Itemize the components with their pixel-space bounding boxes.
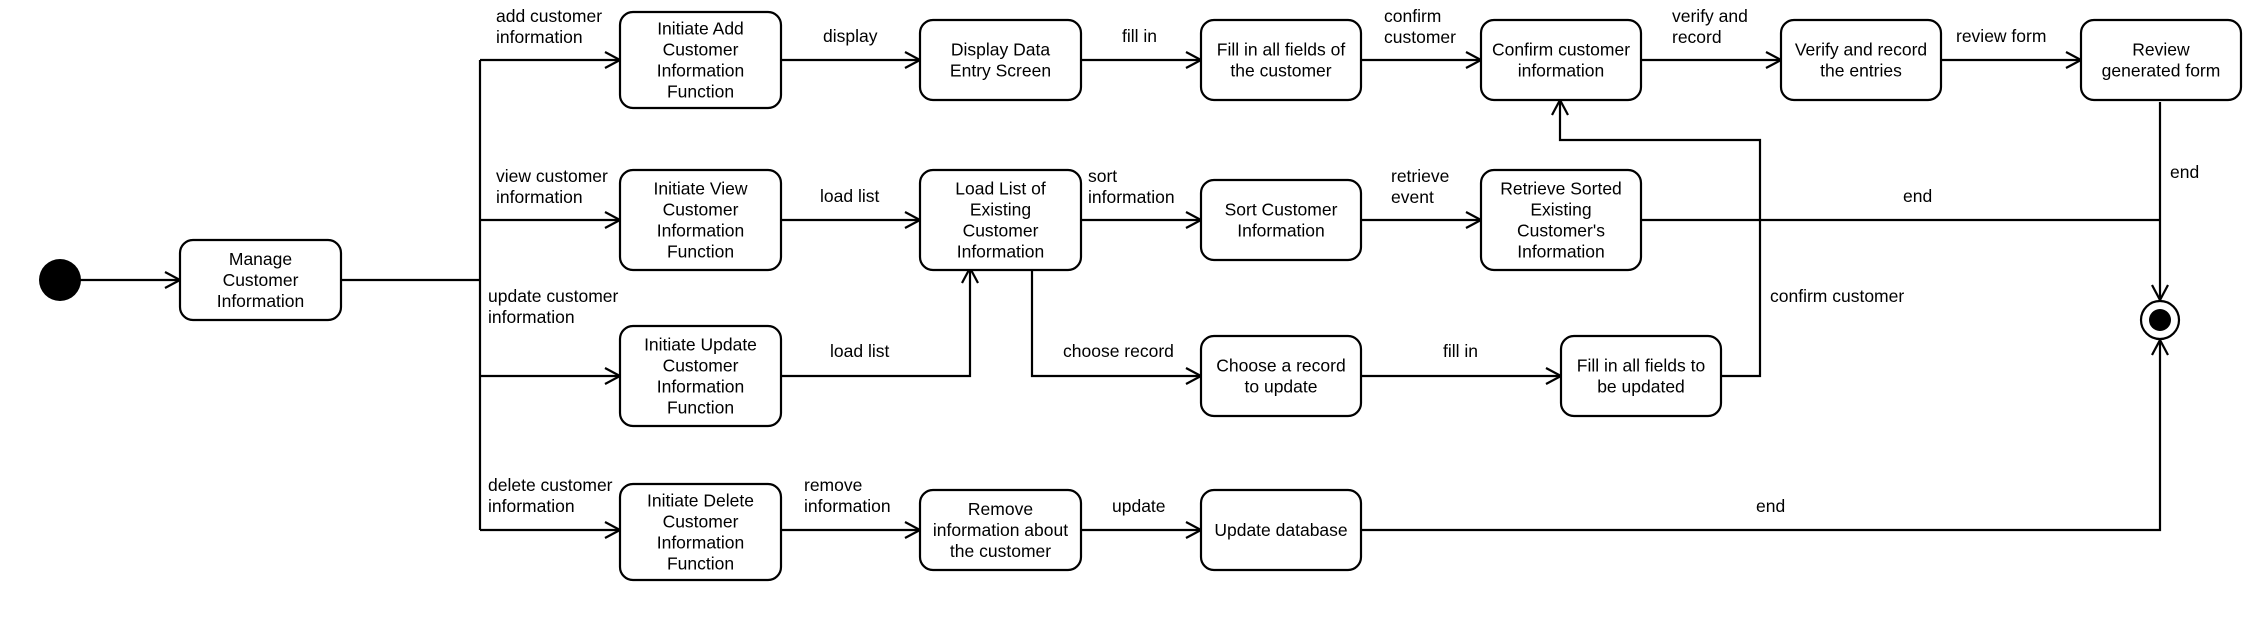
edge-choose-record — [1030, 270, 1199, 378]
initial-node — [39, 259, 81, 301]
label-end-retrieve: end — [1903, 186, 1932, 206]
edge-load-list-update — [781, 270, 972, 378]
label-confirm-customer-2: confirm customer — [1770, 286, 1904, 306]
node-update-database: Update database — [1199, 488, 1363, 572]
node-label: Update database — [1214, 520, 1347, 540]
edge-end-update-db — [1361, 339, 2162, 532]
label-load-list-update: load list — [830, 341, 889, 361]
label-fill-in-2: fill in — [1443, 341, 1478, 361]
label-choose-record: choose record — [1063, 341, 1174, 361]
edge-confirm-customer-2 — [1558, 102, 1762, 378]
label-end-review: end — [2170, 162, 2199, 182]
label-end-update-db: end — [1756, 496, 1785, 516]
label-review-form: review form — [1956, 26, 2046, 46]
label-display: display — [823, 26, 878, 46]
edges — [80, 58, 2162, 532]
final-node — [2139, 299, 2181, 341]
label-fill-in: fill in — [1122, 26, 1157, 46]
label-update: update — [1112, 496, 1166, 516]
label-load-list-view: load list — [820, 186, 879, 206]
